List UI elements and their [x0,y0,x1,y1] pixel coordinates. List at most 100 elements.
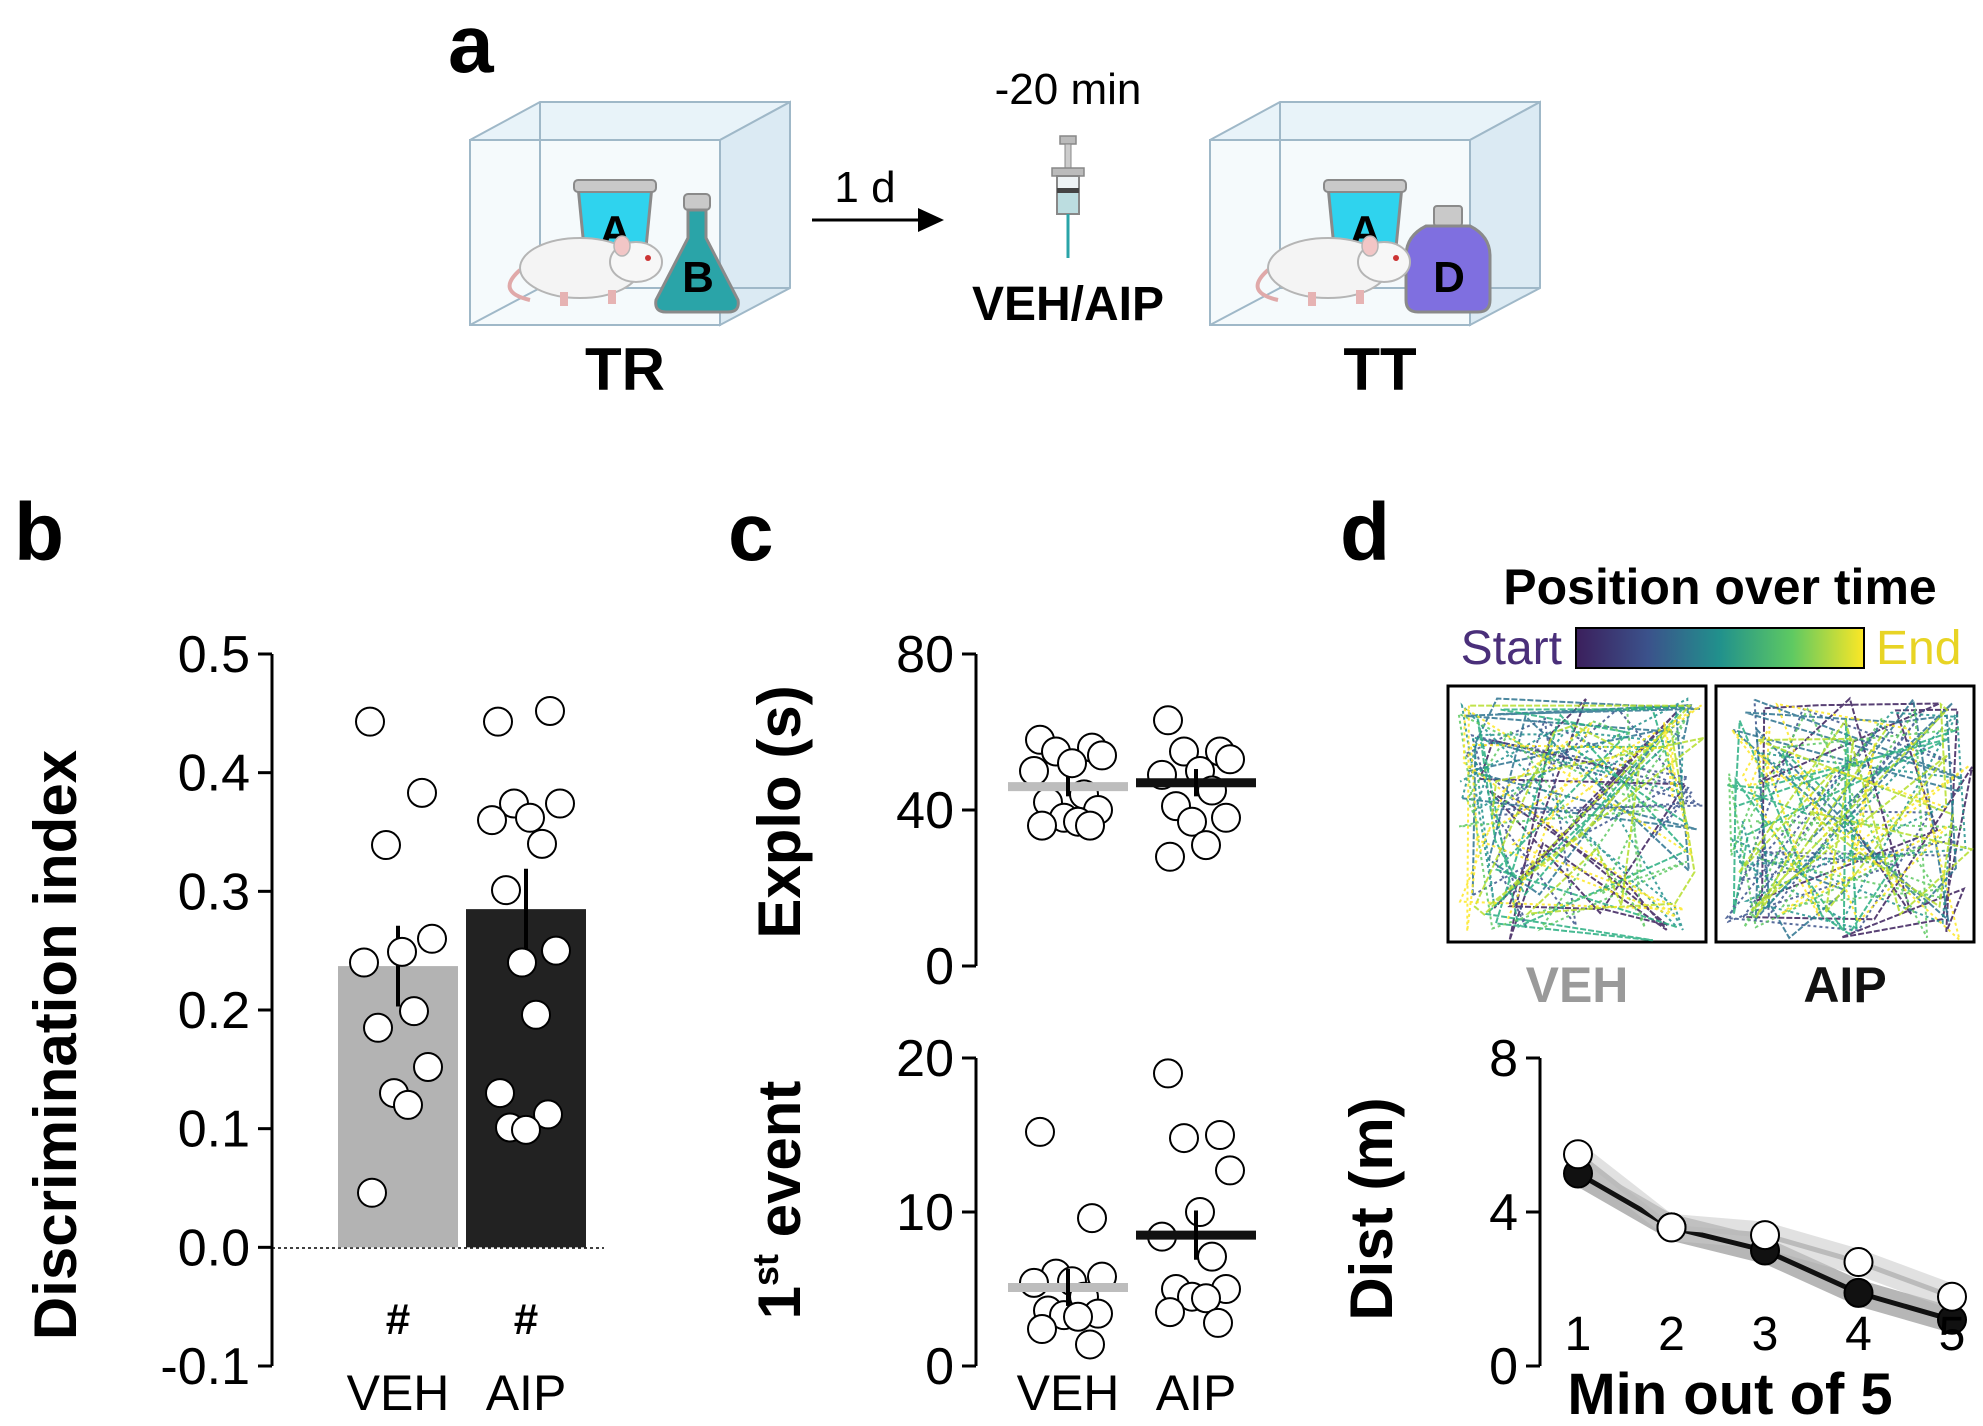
b-y-ticks: -0.10.00.10.20.30.40.5 [160,626,272,1396]
data-point [1153,705,1183,736]
delay-arrow-icon [812,208,944,232]
data-point [1205,1120,1235,1150]
b-y-axis-label: Discrimination index [22,750,89,1340]
panel-letter-b: b [14,487,64,578]
colorbar [1575,627,1865,669]
data-point [527,828,557,859]
trajectory-segment [1457,707,1688,932]
data-point [1191,1283,1221,1314]
d-y-axis-label: Dist (m) [1338,1097,1405,1320]
object-d-bottle-icon [1404,205,1492,314]
y-tick-label: 0 [925,938,954,996]
training-label: TR [585,336,665,403]
delay-label: 1 d [834,163,895,212]
injection-time-label: -20 min [995,65,1142,114]
y-tick-label: 20 [896,1030,954,1088]
c-bottom-ylabel-main: 1 [746,1286,813,1319]
data-point [1185,1197,1215,1227]
trajectory-segment [1728,707,1963,939]
y-tick-label: 0.1 [178,1101,250,1159]
b-significance-veh: # [386,1295,410,1344]
data-point [1215,1155,1245,1186]
rat-icon [507,235,663,306]
data-point [1019,1267,1049,1298]
trajectory-segment [1459,697,1689,931]
data-point [399,996,429,1027]
panel-letter-c: c [728,487,774,578]
b-significance-aip: # [514,1295,538,1344]
data-point [393,1089,423,1120]
y-tick-label: 0.2 [178,982,250,1040]
d-y-ticks: 048 [1489,1030,1540,1396]
track-aip [1724,696,1974,943]
c-bottom-y-axis-label: 1st event [745,1081,813,1320]
series-point [1843,1247,1874,1278]
data-point [515,802,545,833]
data-point [1063,1301,1093,1332]
data-point [371,830,401,861]
series-point [1843,1277,1874,1308]
panel-letter-a: a [448,0,495,90]
data-point [357,1177,387,1208]
data-point [1025,1116,1055,1147]
c-top-marks [1008,705,1256,872]
b-x-label-veh: VEH [347,1365,450,1421]
y-tick-label: 4 [1489,1184,1518,1242]
data-point [363,1012,393,1043]
panel-letter-d: d [1340,487,1390,578]
data-point [491,875,521,906]
colorbar-end-label: End [1876,622,1961,675]
y-tick-label: 80 [896,626,954,684]
x-tick-label: 5 [1939,1308,1966,1361]
data-point [1203,1307,1233,1338]
data-point [1155,1297,1185,1328]
colorbar-start-label: Start [1461,622,1562,675]
data-point [1027,810,1057,841]
y-tick-label: 0.0 [178,1219,250,1277]
data-point [511,1114,541,1145]
c-bottom-ylabel-sup: st [745,1254,786,1286]
data-point [521,999,551,1030]
data-point [417,923,447,954]
test-label: TT [1343,336,1416,403]
arena-label-aip: AIP [1803,957,1886,1013]
data-point [1019,756,1049,786]
data-point [535,695,565,726]
trajectory-segment [1737,701,1974,919]
colorbar-title: Position over time [1503,559,1936,615]
y-tick-label: 0.5 [178,626,250,684]
y-tick-label: 10 [896,1184,954,1242]
c-x-label-aip: AIP [1156,1365,1237,1421]
d-x-axis-label: Min out of 5 [1567,1362,1892,1426]
c-bottom-ylabel-rest: event [746,1081,813,1254]
x-tick-label: 3 [1752,1308,1779,1361]
y-tick-label: 0.3 [178,863,250,921]
trajectory-segment [1727,719,1960,936]
series-point [1937,1281,1967,1312]
data-point [1075,1329,1105,1360]
trajectory-segment [1476,705,1689,942]
data-point [387,936,417,967]
object-d-label: D [1433,253,1465,302]
data-point [507,947,537,978]
series-point [1563,1139,1593,1170]
y-tick-label: 0.4 [178,745,250,803]
data-point [1075,810,1105,841]
data-point [1169,1123,1199,1154]
b-points [349,695,575,1208]
data-point [1211,802,1241,833]
object-b-label: B [682,253,714,302]
b-x-label-aip: AIP [486,1365,567,1421]
c-x-label-veh: VEH [1017,1365,1120,1421]
data-point [1177,806,1207,837]
data-point [1057,748,1087,779]
y-tick-label: 0 [925,1338,954,1396]
data-point [355,706,385,737]
injection-label: VEH/AIP [972,278,1164,331]
trajectory-segment [1468,704,1705,916]
data-point [1027,1314,1057,1345]
y-tick-label: 0 [1489,1338,1518,1396]
trajectory-segment [1730,711,1967,930]
